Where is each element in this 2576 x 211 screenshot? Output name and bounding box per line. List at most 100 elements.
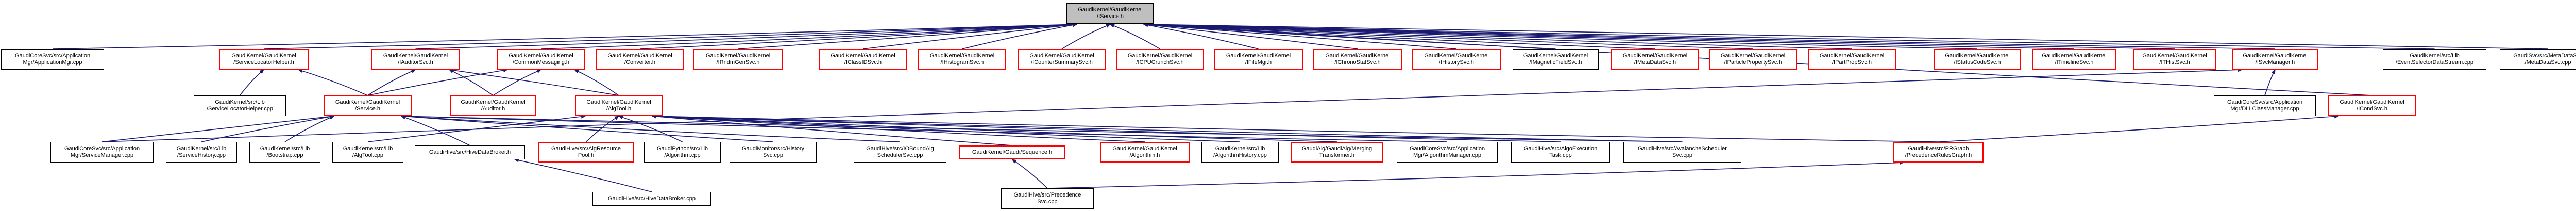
dependency-edge xyxy=(585,116,619,142)
node-label-line: /ICondSvc.h xyxy=(2357,106,2387,112)
graph-node[interactable]: GaudiKernel/GaudiKernel/ICounterSummaryS… xyxy=(1018,49,1106,70)
graph-node[interactable]: GaudiKernel/GaudiKernel/Algorithm.h xyxy=(1100,142,1190,163)
node-label-line: GaudiHive/src/AvalancheScheduler xyxy=(1638,145,1727,152)
graph-node[interactable]: GaudiKernel/src/Lib/Bootstrap.cpp xyxy=(249,142,320,163)
node-label-line: /Auditor.h xyxy=(481,106,505,112)
node-label-line: GaudiKernel/src/Lib xyxy=(260,145,310,152)
graph-node[interactable]: GaudiKernel/GaudiKernel/IStatusCodeSvc.h xyxy=(1934,49,2021,70)
node-label-line: GaudiKernel/src/Lib xyxy=(2410,53,2460,59)
dependency-edge xyxy=(1143,22,2075,50)
dependency-edge xyxy=(652,114,1012,146)
node-label-line: GaudiHive/src/HiveDataBroker.h xyxy=(429,149,511,155)
graph-node[interactable]: GaudiHive/src/PRGraph/PrecedenceRulesGra… xyxy=(1893,142,1984,163)
graph-node[interactable]: GaudiKernel/GaudiKernel/IRndmGenSvc.h xyxy=(693,49,783,70)
graph-node[interactable]: GaudiKernel/GaudiKernel/ICPUCrunchSvc.h xyxy=(1116,49,1204,70)
dependency-edge xyxy=(540,22,1077,50)
node-label-line: /IHistogramSvc.h xyxy=(940,59,984,66)
graph-node[interactable]: GaudiKernel/GaudiKernel/ITHistSvc.h xyxy=(2133,49,2216,70)
graph-node[interactable]: GaudiKernel/GaudiKernel/IPartPropSvc.h xyxy=(1808,49,1896,70)
dependency-edge xyxy=(449,68,619,96)
graph-node[interactable]: GaudiKernel/GaudiKernel/IAuditorSvc.h xyxy=(371,49,460,70)
dependency-edge xyxy=(401,114,773,142)
node-label-line: GaudiSvc/src/MetaDataSvc xyxy=(2513,53,2576,59)
graph-node[interactable]: GaudiKernel/GaudiKernel/IChronoStatSvc.h xyxy=(1313,49,1402,70)
node-label-line: GaudiKernel/GaudiKernel xyxy=(2340,99,2404,105)
node-label-line: GaudiMonitor/src/History xyxy=(741,145,805,152)
dependency-edge xyxy=(1143,23,1259,50)
node-label-line: SchedulerSvc.cpp xyxy=(877,152,923,158)
node-label-line: /IStatusCodeSvc.h xyxy=(1954,59,2001,66)
graph-node[interactable]: GaudiKernel/GaudiKernel/Auditor.h xyxy=(450,95,536,116)
graph-node[interactable]: GaudiSvc/src/MetaDataSvc/MetaDataSvc.cpp xyxy=(2500,49,2576,70)
dependency-edge xyxy=(1143,22,2548,50)
node-label-line: /ISvcManager.h xyxy=(2255,59,2295,66)
graph-node[interactable]: GaudiKernel/GaudiKernel/IMetaDataSvc.h xyxy=(1611,49,1699,70)
dependency-edge xyxy=(618,115,683,142)
graph-node[interactable]: GaudiHive/src/HiveDataBroker.cpp xyxy=(592,192,711,206)
graph-node[interactable]: GaudiKernel/Gaudi/Sequence.h xyxy=(959,145,1065,159)
node-label-line: GaudiKernel/GaudiKernel xyxy=(1078,7,1143,13)
node-label-line: GaudiHive/src/AlgResource xyxy=(551,145,621,152)
dependency-edge xyxy=(449,69,494,96)
graph-node[interactable]: GaudiKernel/GaudiKernel/IParticlePropert… xyxy=(1709,49,1797,70)
dependency-edge xyxy=(639,22,1077,50)
node-label-line: /Algorithm.cpp xyxy=(664,152,701,158)
graph-node[interactable]: GaudiKernel/GaudiKernel/ICondSvc.h xyxy=(2328,95,2416,116)
graph-node[interactable]: GaudiKernel/GaudiKernel/ITimelineSvc.h xyxy=(2032,49,2116,70)
graph-node[interactable]: GaudiKernel/GaudiKernel/AlgTool.h xyxy=(575,95,663,116)
node-label-line: /IRndmGenSvc.h xyxy=(716,59,760,66)
graph-node[interactable]: GaudiHive/src/HiveDataBroker.h xyxy=(415,145,525,159)
node-label-line: GaudiKernel/GaudiKernel xyxy=(509,53,573,59)
graph-node[interactable]: GaudiKernel/src/Lib/AlgTool.cpp xyxy=(332,142,403,163)
graph-node[interactable]: GaudiKernel/src/Lib/ServiceHistory.cpp xyxy=(166,142,237,163)
graph-node[interactable]: GaudiKernel/GaudiKernel/IMagneticFieldSv… xyxy=(1513,49,1599,70)
graph-node[interactable]: GaudiKernel/GaudiKernel/IHistogramSvc.h xyxy=(918,49,1006,70)
graph-node[interactable]: GaudiKernel/GaudiKernel/Service.h xyxy=(324,95,412,116)
dependency-edge xyxy=(263,22,1077,50)
node-label-line: Svc.cpp xyxy=(1037,199,1058,205)
graph-node[interactable]: GaudiKernel/src/Lib/EventSelectorDataStr… xyxy=(2383,49,2486,70)
node-label-line: /ServiceLocatorHelper.cpp xyxy=(206,106,273,112)
node-label-line: GaudiAlg/GaudiAlg/Merging xyxy=(1301,145,1372,152)
node-label-line: /PrecedenceRulesGraph.h xyxy=(1905,152,1972,158)
graph-node[interactable]: GaudiKernel/src/Lib/ServiceLocatorHelper… xyxy=(194,95,286,116)
node-label-line: GaudiKernel/Gaudi/Sequence.h xyxy=(972,149,1053,155)
dependency-edge xyxy=(1047,160,1904,189)
node-label-line: GaudiKernel/GaudiKernel xyxy=(2042,53,2107,59)
node-label-line: /IFileMgr.h xyxy=(1245,59,1272,66)
dependency-edge xyxy=(2264,69,2276,96)
graph-node[interactable]: GaudiKernel/GaudiKernel/ServiceLocatorHe… xyxy=(219,49,309,70)
graph-node[interactable]: GaudiKernel/GaudiKernel/IClassIDSvc.h xyxy=(819,49,907,70)
dependency-edge xyxy=(401,114,901,142)
dependency-edge xyxy=(1011,159,1048,189)
graph-node[interactable]: GaudiKernel/GaudiKernel/Converter.h xyxy=(596,49,684,70)
dependency-edge xyxy=(1110,24,1160,50)
node-label-line: GaudiCoreSvc/src/Application xyxy=(2227,99,2303,105)
graph-node[interactable]: GaudiKernel/GaudiKernel/CommonMessaging.… xyxy=(497,49,585,70)
node-label-line: /ITHistSvc.h xyxy=(2159,59,2190,66)
node-label-line: GaudiCoreSvc/src/Application xyxy=(1409,145,1485,152)
dependency-edge xyxy=(298,69,368,96)
node-label-line: /CommonMessaging.h xyxy=(512,59,570,66)
dependency-edge xyxy=(1143,22,2276,50)
graph-node[interactable]: GaudiKernel/GaudiKernel/IFileMgr.h xyxy=(1214,49,1303,70)
dependency-edge xyxy=(1143,22,1978,50)
node-label-line: GaudiKernel/GaudiKernel xyxy=(231,53,296,59)
graph-node[interactable]: GaudiKernel/GaudiKernel/IHistorySvc.h xyxy=(1412,49,1501,70)
graph-node[interactable]: GaudiPython/src/Lib/Algorithm.cpp xyxy=(644,142,721,163)
graph-node[interactable]: GaudiKernel/GaudiKernel/ISvcManager.h xyxy=(2232,49,2318,70)
graph-node[interactable]: GaudiKernel/src/Lib/AlgorithmHistory.cpp xyxy=(1201,142,1279,163)
node-label-line: /IService.h xyxy=(1097,13,1124,20)
node-label-line: Svc.cpp xyxy=(762,152,784,158)
